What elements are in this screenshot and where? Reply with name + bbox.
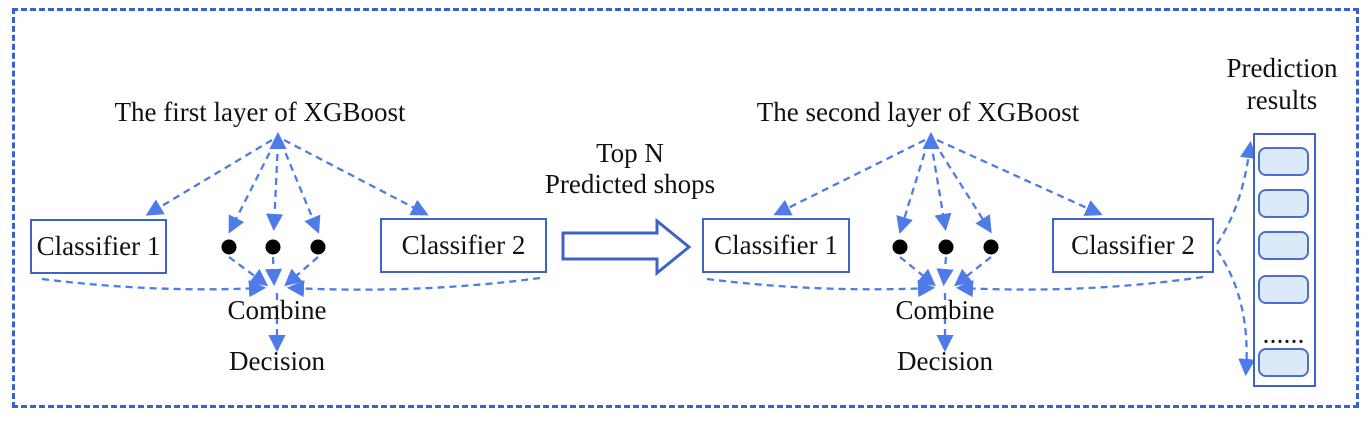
layer2-arrow-to-classifier1 bbox=[773, 138, 926, 216]
layer2-title: The second layer of XGBoost bbox=[756, 97, 1080, 127]
layer2-arrow-to-dot2 bbox=[929, 141, 952, 232]
layer2-fanout-arrows bbox=[773, 131, 1103, 234]
result-item-2 bbox=[1258, 189, 1309, 218]
classifier2-to-results-top-arrow bbox=[1216, 140, 1258, 245]
layer2-classifier1-box: Classifier 1 bbox=[702, 218, 850, 273]
layer1-arrow-to-classifier2 bbox=[283, 138, 429, 216]
layer1-dot1 bbox=[221, 239, 237, 255]
layer1-ellipsis-dots bbox=[221, 239, 326, 255]
layer1-classifier1-box: Classifier 1 bbox=[30, 219, 167, 274]
prediction-result-arrows bbox=[1216, 140, 1258, 377]
layer1-classifier2-to-combine bbox=[286, 276, 541, 298]
result-item-5 bbox=[1258, 348, 1309, 377]
transfer-label: Top N Predicted shops bbox=[545, 138, 715, 200]
layer1-classifier2-box: Classifier 2 bbox=[380, 218, 547, 273]
layer2-dot2-to-combine bbox=[936, 256, 954, 287]
layer2-arrow-to-dot1 bbox=[896, 141, 930, 234]
layer2-classifier1-label: Classifier 1 bbox=[714, 230, 838, 260]
layer2-dot1 bbox=[892, 239, 908, 255]
layer1-fanout-arrows bbox=[145, 131, 429, 234]
result-item-4 bbox=[1258, 275, 1309, 304]
layer2-dot3-to-combine bbox=[953, 256, 992, 287]
transfer-block-arrow bbox=[561, 217, 692, 277]
transfer-label-line2: Predicted shops bbox=[544, 169, 716, 200]
layer1-dot3 bbox=[310, 239, 326, 255]
layer1-classifier1-label: Classifier 1 bbox=[36, 231, 161, 261]
layer1-arrow-to-dot1 bbox=[228, 141, 277, 234]
layer1-title: The first layer of XGBoost bbox=[114, 97, 406, 127]
layer1-dot3-to-combine bbox=[284, 256, 319, 287]
layer1-classifier2-label: Classifier 2 bbox=[401, 230, 526, 260]
layer2-classifier2-label: Classifier 2 bbox=[1071, 230, 1195, 260]
transfer-label-line1: Top N bbox=[596, 138, 664, 168]
layer2-classifier2-box: Classifier 2 bbox=[1052, 218, 1214, 273]
layer1-arrow-to-dot3 bbox=[279, 141, 321, 234]
layer1-combine-arrows bbox=[41, 256, 541, 353]
layer1-arrow-to-classifier1 bbox=[145, 139, 273, 216]
layer2-decision-label: Decision bbox=[897, 346, 993, 376]
layer1-classifier1-to-combine bbox=[41, 277, 267, 298]
layer2-classifier1-to-combine bbox=[706, 277, 936, 298]
prediction-results-title: Prediction results bbox=[1226, 53, 1338, 116]
layer2-combine-arrows bbox=[706, 256, 1204, 353]
layer1-decision-label: Decision bbox=[229, 346, 325, 376]
layer1-arrow-to-dot2 bbox=[265, 141, 284, 232]
results-ellipsis-dots: ...... bbox=[1263, 326, 1306, 348]
layer2-dot2 bbox=[938, 239, 954, 255]
layer2-combine-label: Combine bbox=[895, 295, 995, 325]
layer1-dot2 bbox=[265, 239, 281, 255]
classifier2-to-results-bottom-arrow bbox=[1216, 249, 1256, 377]
layer2-classifier2-to-combine bbox=[955, 275, 1204, 298]
layer2-dot3 bbox=[983, 239, 999, 255]
diagram-outer-dashed-border bbox=[12, 8, 1359, 408]
layer1-combine-label: Combine bbox=[227, 295, 327, 325]
result-item-1 bbox=[1258, 147, 1309, 176]
layer2-dot1-to-combine bbox=[899, 256, 937, 287]
prediction-results-box: ...... bbox=[1253, 133, 1316, 387]
layer2-ellipsis-dots bbox=[892, 239, 999, 255]
result-item-3 bbox=[1258, 231, 1309, 260]
layer2-arrow-to-dot3 bbox=[933, 141, 992, 234]
layer1-dot1-to-combine bbox=[228, 256, 269, 287]
layer1-dot2-to-combine bbox=[264, 256, 283, 287]
layer2-arrow-to-classifier2 bbox=[936, 138, 1103, 216]
